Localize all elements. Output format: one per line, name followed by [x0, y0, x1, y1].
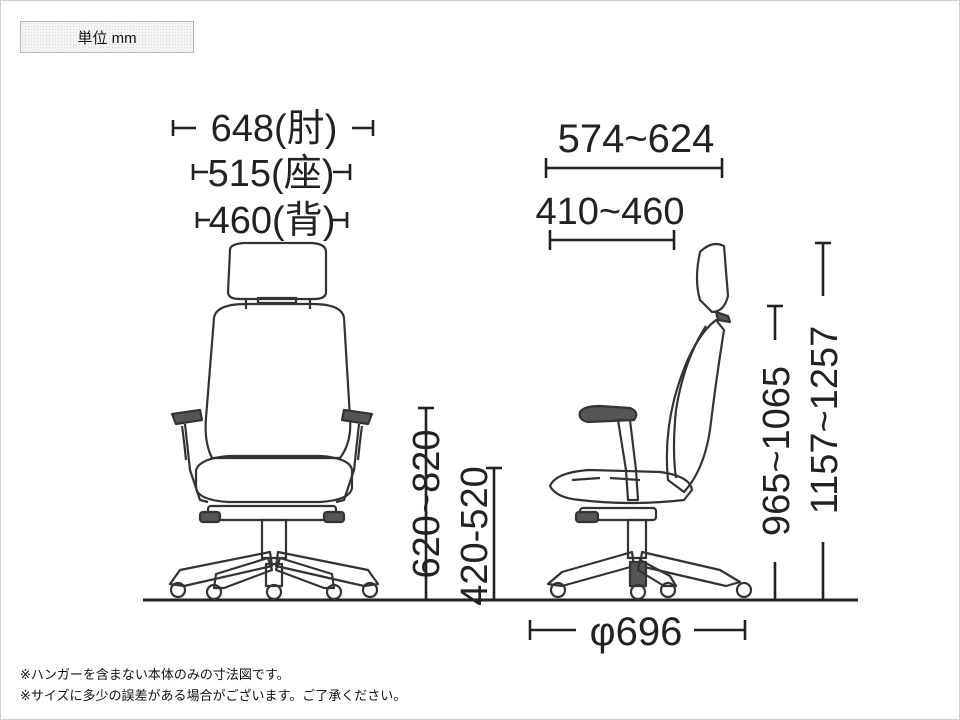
note-1: ※ハンガーを含まない本体のみの寸法図です。 — [20, 667, 290, 682]
armrest-height-label: 620~820 — [406, 430, 448, 579]
note-2: ※サイズに多少の誤差がある場合がございます。ご了承ください。 — [20, 688, 407, 703]
base-diameter-dimension — [528, 620, 747, 640]
width-seat-label: 515(座) — [208, 153, 335, 195]
depth-overall-label: 574~624 — [558, 117, 715, 161]
side-height-dimensions — [767, 241, 831, 600]
width-armrest-label: 648(肘) — [211, 108, 338, 150]
depth-seat-label: 410~460 — [536, 191, 685, 233]
base-diameter-label: φ696 — [590, 610, 683, 654]
notes: ※ハンガーを含まない本体のみの寸法図です。 ※サイズに多少の誤差がある場合がござ… — [20, 664, 406, 706]
width-back-label: 460(背) — [209, 200, 336, 242]
unit-label-box: 単位 mm — [20, 21, 194, 53]
overall-height-label: 1157~1257 — [804, 326, 846, 514]
side-depth-dimensions — [544, 158, 724, 250]
back-height-label: 965~1065 — [756, 366, 798, 536]
side-view-chair — [546, 242, 753, 601]
front-view-chair — [168, 241, 380, 601]
front-width-dimensions — [171, 120, 375, 228]
front-height-dimensions — [418, 406, 502, 600]
seat-height-label: 420-520 — [454, 466, 496, 605]
unit-label: 単位 mm — [77, 29, 137, 47]
